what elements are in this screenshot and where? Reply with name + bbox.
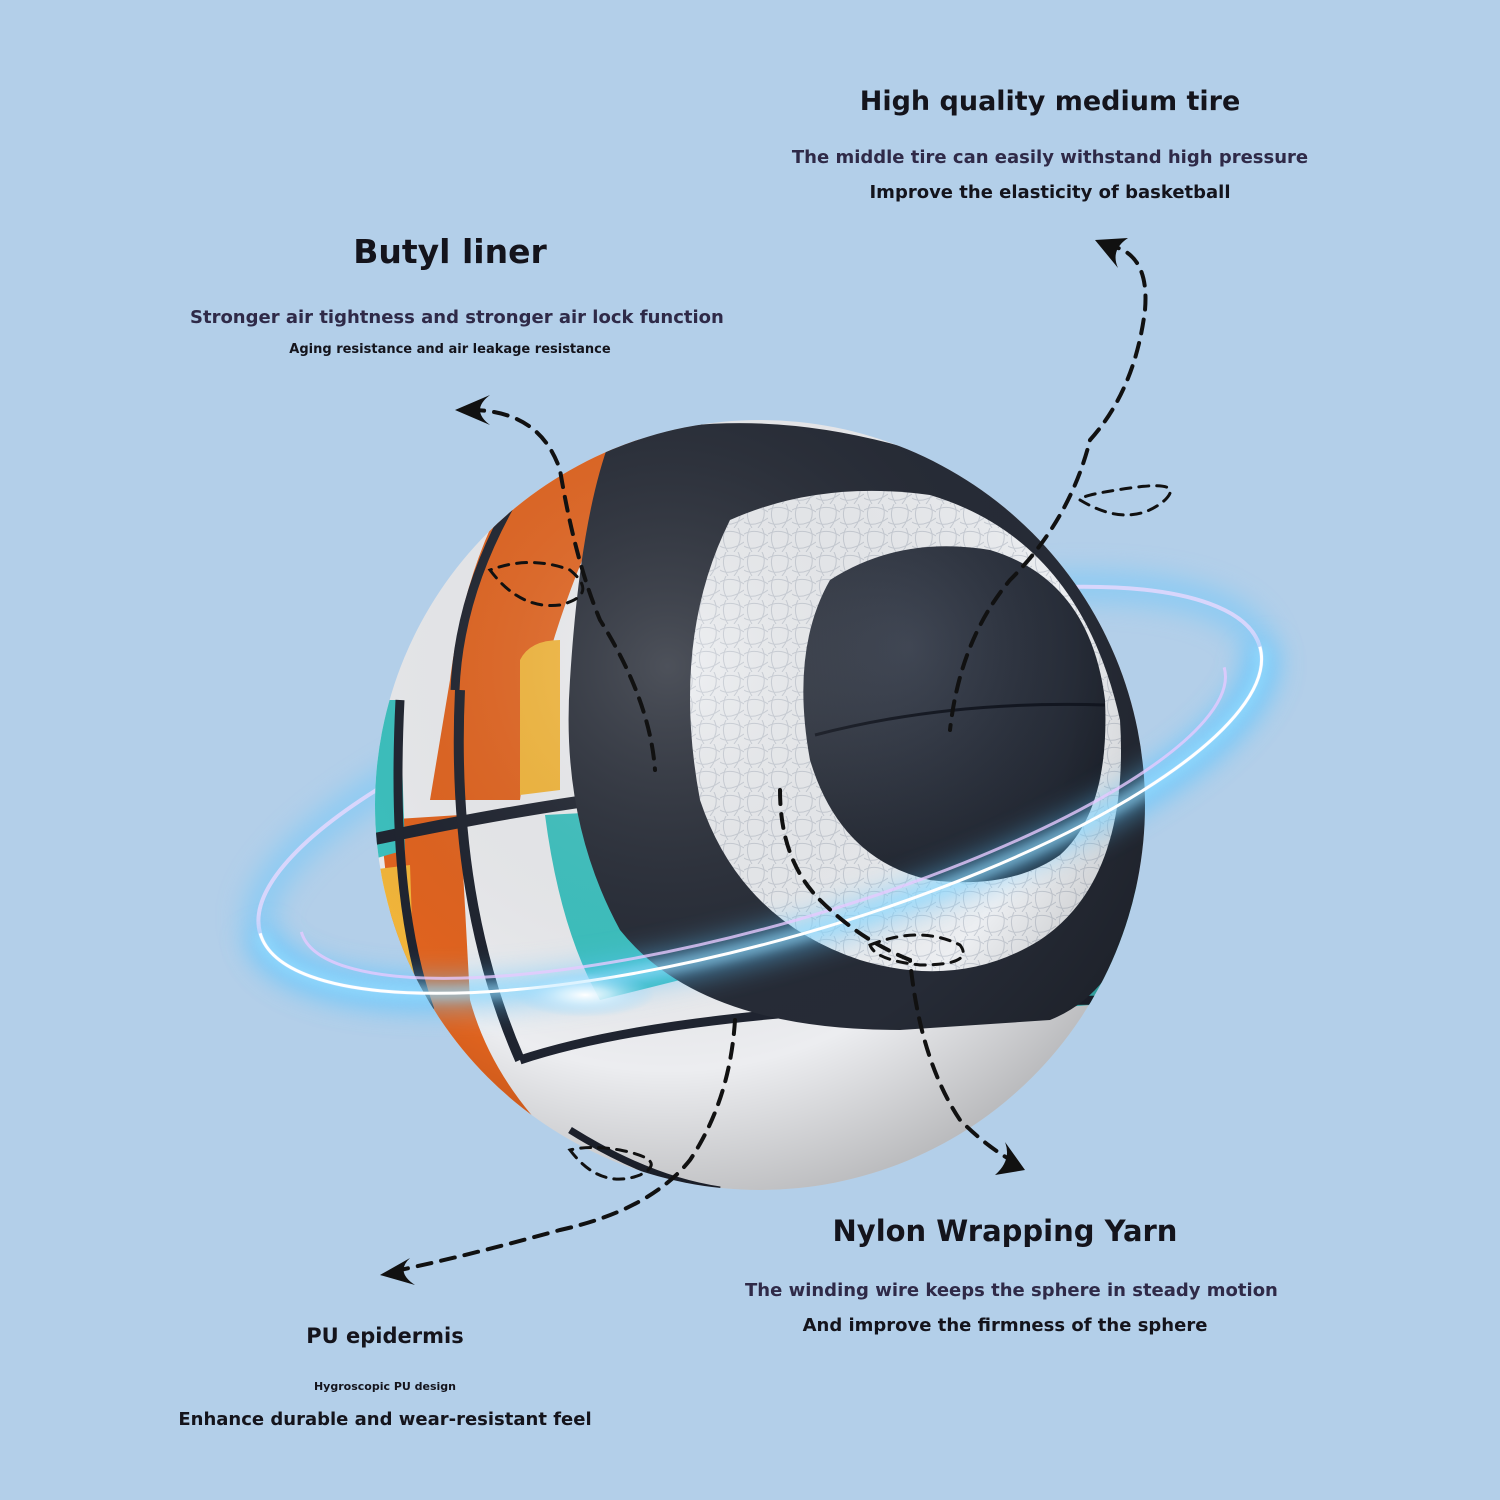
callout-line: Enhance durable and wear-resistant feel: [178, 1409, 592, 1430]
callout-title: PU epidermis: [306, 1324, 464, 1348]
butyl-callout-ring: [487, 561, 585, 608]
callout-line: And improve the firmness of the sphere: [802, 1315, 1208, 1336]
tire-callout-ring: [1078, 484, 1172, 517]
callout-pu-epidermis: PU epidermis Hygroscopic PU design Enhan…: [170, 1324, 600, 1430]
nylon-callout-line: [778, 788, 1022, 1167]
callout-line: Hygroscopic PU design: [313, 1380, 457, 1393]
callout-line: Stronger air tightness and stronger air …: [190, 307, 724, 328]
callout-line: The middle tire can easily withstand hig…: [791, 147, 1309, 168]
butyl-callout-line: [468, 408, 657, 772]
arrowhead-icon: [455, 395, 490, 425]
callout-line: Improve the elasticity of basketball: [869, 182, 1231, 203]
callout-medium-tire: High quality medium tire The middle tire…: [790, 86, 1310, 203]
pu-callout-line: [398, 1018, 737, 1272]
glow-ring-front: [245, 642, 1277, 1009]
arrowhead-icon: [1095, 238, 1128, 268]
nylon-callout-ring: [868, 933, 965, 967]
callout-line: The winding wire keeps the sphere in ste…: [745, 1280, 1278, 1301]
callout-butyl-liner: Butyl liner Stronger air tightness and s…: [190, 232, 724, 357]
callout-title: Nylon Wrapping Yarn: [832, 1214, 1178, 1248]
callout-nylon-yarn: Nylon Wrapping Yarn The winding wire kee…: [745, 1214, 1278, 1336]
callout-line: Aging resistance and air leakage resista…: [289, 342, 611, 357]
light-flare: [515, 973, 655, 1017]
arrowhead-icon: [995, 1142, 1025, 1175]
callout-title: High quality medium tire: [859, 86, 1241, 117]
callout-title: Butyl liner: [353, 232, 547, 271]
arrowhead-icon: [380, 1258, 415, 1285]
pu-callout-ring: [567, 1146, 653, 1181]
ball-shading: [375, 420, 1145, 1190]
tire-callout-line: [948, 243, 1148, 732]
